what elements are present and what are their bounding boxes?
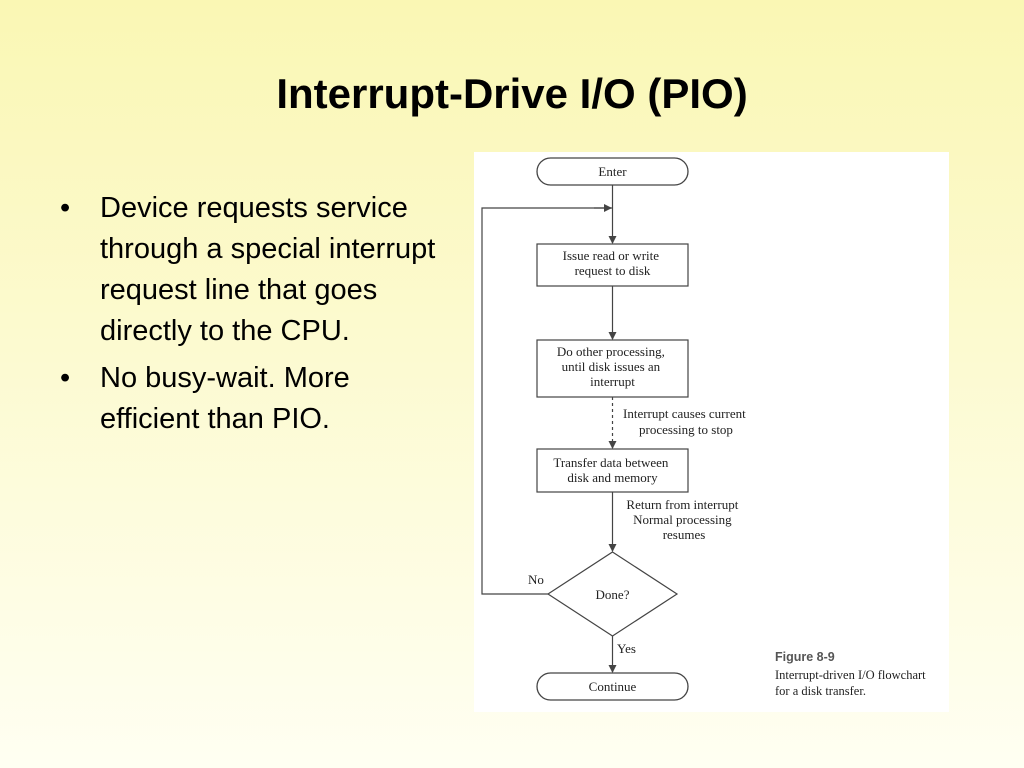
issue-request-box [536, 243, 689, 287]
bullet-dot-icon: • [60, 192, 71, 224]
continue-label: Continue [589, 679, 637, 694]
figure-caption-title: Figure 8-9 [775, 650, 835, 664]
return-note: Return from interrupt Normal processing … [626, 497, 741, 542]
interrupt-note: Interrupt causes current processing to s… [623, 406, 749, 437]
bullet-text: Device requests service through a specia… [100, 192, 436, 347]
bullet-item: • Device requests service through a speci… [58, 188, 448, 352]
continue-terminal [536, 672, 689, 701]
yes-label: Yes [617, 641, 636, 656]
arrow-no-loop [481, 207, 613, 595]
bullet-item: • No busy-wait. More efficient than PIO. [58, 358, 448, 440]
transfer-data-label: Transfer data between disk and memory [553, 455, 671, 485]
bullet-dot-icon: • [60, 362, 71, 394]
no-label: No [528, 572, 544, 587]
slide-title: Interrupt-Drive I/O (PIO) [276, 70, 748, 117]
bullet-list: • Device requests service through a speci… [58, 188, 448, 446]
bullet-text: No busy-wait. More efficient than PIO. [100, 362, 350, 435]
other-processing-label: Do other processing, until disk issues a… [557, 344, 668, 389]
issue-request-label: Issue read or write request to disk [563, 248, 663, 278]
enter-label: Enter [598, 164, 627, 179]
figure-panel: Enter Issue read or write request to dis… [474, 152, 949, 712]
figure-caption-text: Interrupt-driven I/O flowchart for a dis… [775, 668, 929, 698]
done-label: Done? [596, 587, 630, 602]
flowchart: Enter Issue read or write request to dis… [481, 157, 929, 701]
transfer-data-box [536, 448, 689, 493]
